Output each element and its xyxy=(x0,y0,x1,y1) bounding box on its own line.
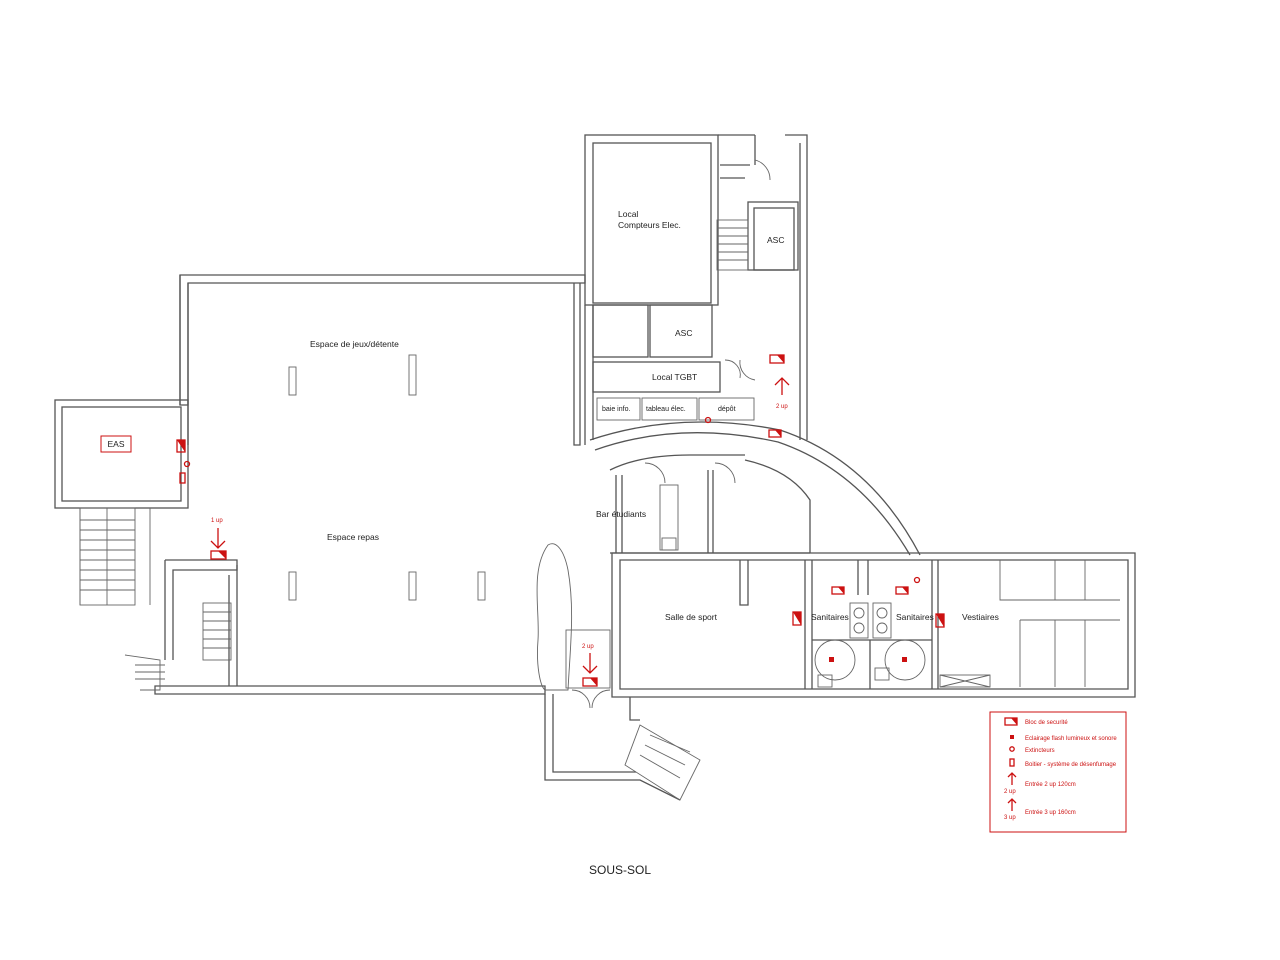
svg-text:2 up: 2 up xyxy=(776,404,788,410)
main-hall-walls xyxy=(154,274,586,695)
extinguisher-icon xyxy=(704,416,921,584)
svg-text:1 up: 1 up xyxy=(211,518,223,524)
svg-text:Entrée 2 up 120cm: Entrée 2 up 120cm xyxy=(1025,782,1076,788)
svg-text:Entrée 3 up 160cm: Entrée 3 up 160cm xyxy=(1025,810,1076,816)
safety-block-icon: 2 up xyxy=(769,354,790,410)
south-block-walls xyxy=(611,552,1136,698)
legend: Bloc de securité Eclairage flash lumineu… xyxy=(989,711,1127,833)
technical-block-walls xyxy=(584,134,808,445)
left-stairs xyxy=(79,507,151,606)
svg-text:2 up: 2 up xyxy=(1004,789,1016,795)
legend-item-entry-2up: 2 up Entrée 2 up 120cm xyxy=(1004,772,1076,795)
room-label-bar-etudiants: Bar étudiants xyxy=(596,509,646,519)
flash-alarm-icon xyxy=(829,657,907,662)
room-label-local-compteurs-1: Local xyxy=(618,209,638,219)
legend-item-safety-block: Bloc de securité xyxy=(1004,717,1068,726)
room-label-asc-top: ASC xyxy=(767,235,784,245)
svg-text:Eclairage flash lumineux et so: Eclairage flash lumineux et sonore xyxy=(1025,736,1117,742)
room-label-espace-jeux: Espace de jeux/détente xyxy=(310,339,399,349)
safety-block-icon xyxy=(831,586,845,595)
south-entrance xyxy=(544,629,701,801)
plan-title: SOUS-SOL xyxy=(589,863,651,877)
legend-item-smoke-control: Boitier - système de désenfumage xyxy=(1009,758,1117,768)
room-label-local-compteurs-2: Compteurs Elec. xyxy=(618,220,681,230)
svg-text:3 up: 3 up xyxy=(1004,815,1016,821)
safety-block-icon xyxy=(176,439,191,484)
inner-stair-box xyxy=(124,559,238,691)
safety-block-icon xyxy=(792,611,802,626)
decorative-wall xyxy=(536,543,573,691)
safety-block-icon xyxy=(895,586,909,595)
door-swings-tech xyxy=(724,159,771,381)
entry-arrow-icon: 2 up xyxy=(582,644,598,687)
svg-text:Boitier - système de désenfuma: Boitier - système de désenfumage xyxy=(1025,762,1117,768)
safety-block-icon xyxy=(768,429,782,438)
room-label-asc-middle: ASC xyxy=(675,328,692,338)
legend-item-extinguisher: Extincteurs xyxy=(1009,746,1055,754)
room-label-baie-info: baie info. xyxy=(602,406,630,413)
eas-room-walls xyxy=(54,399,189,509)
entry-arrow-icon: 1 up xyxy=(210,518,227,560)
bar-walls xyxy=(609,454,811,554)
svg-text:Bloc de securité: Bloc de securité xyxy=(1025,720,1068,726)
room-label-salle-de-sport: Salle de sport xyxy=(665,612,718,622)
room-label-sanitaires-1: Sanitaires xyxy=(811,612,849,622)
eas-label: EAS xyxy=(107,439,124,449)
curved-corridor xyxy=(589,421,921,556)
room-label-depot: dépôt xyxy=(718,406,736,413)
room-label-sanitaires-2: Sanitaires xyxy=(896,612,934,622)
legend-item-flash-alarm: Eclairage flash lumineux et sonore xyxy=(1010,735,1117,742)
legend-item-entry-3up: 3 up Entrée 3 up 160cm xyxy=(1004,798,1076,821)
safety-block-icon xyxy=(935,613,945,628)
pillars xyxy=(288,354,486,601)
svg-text:Extincteurs: Extincteurs xyxy=(1025,748,1055,754)
svg-text:2 up: 2 up xyxy=(582,644,594,650)
room-label-tableau-elec: tableau élec. xyxy=(646,406,686,413)
eas-label-box xyxy=(100,435,132,453)
room-label-vestiaires: Vestiaires xyxy=(962,612,999,622)
room-label-local-tgbt: Local TGBT xyxy=(652,372,697,382)
room-label-espace-repas: Espace repas xyxy=(327,532,379,542)
